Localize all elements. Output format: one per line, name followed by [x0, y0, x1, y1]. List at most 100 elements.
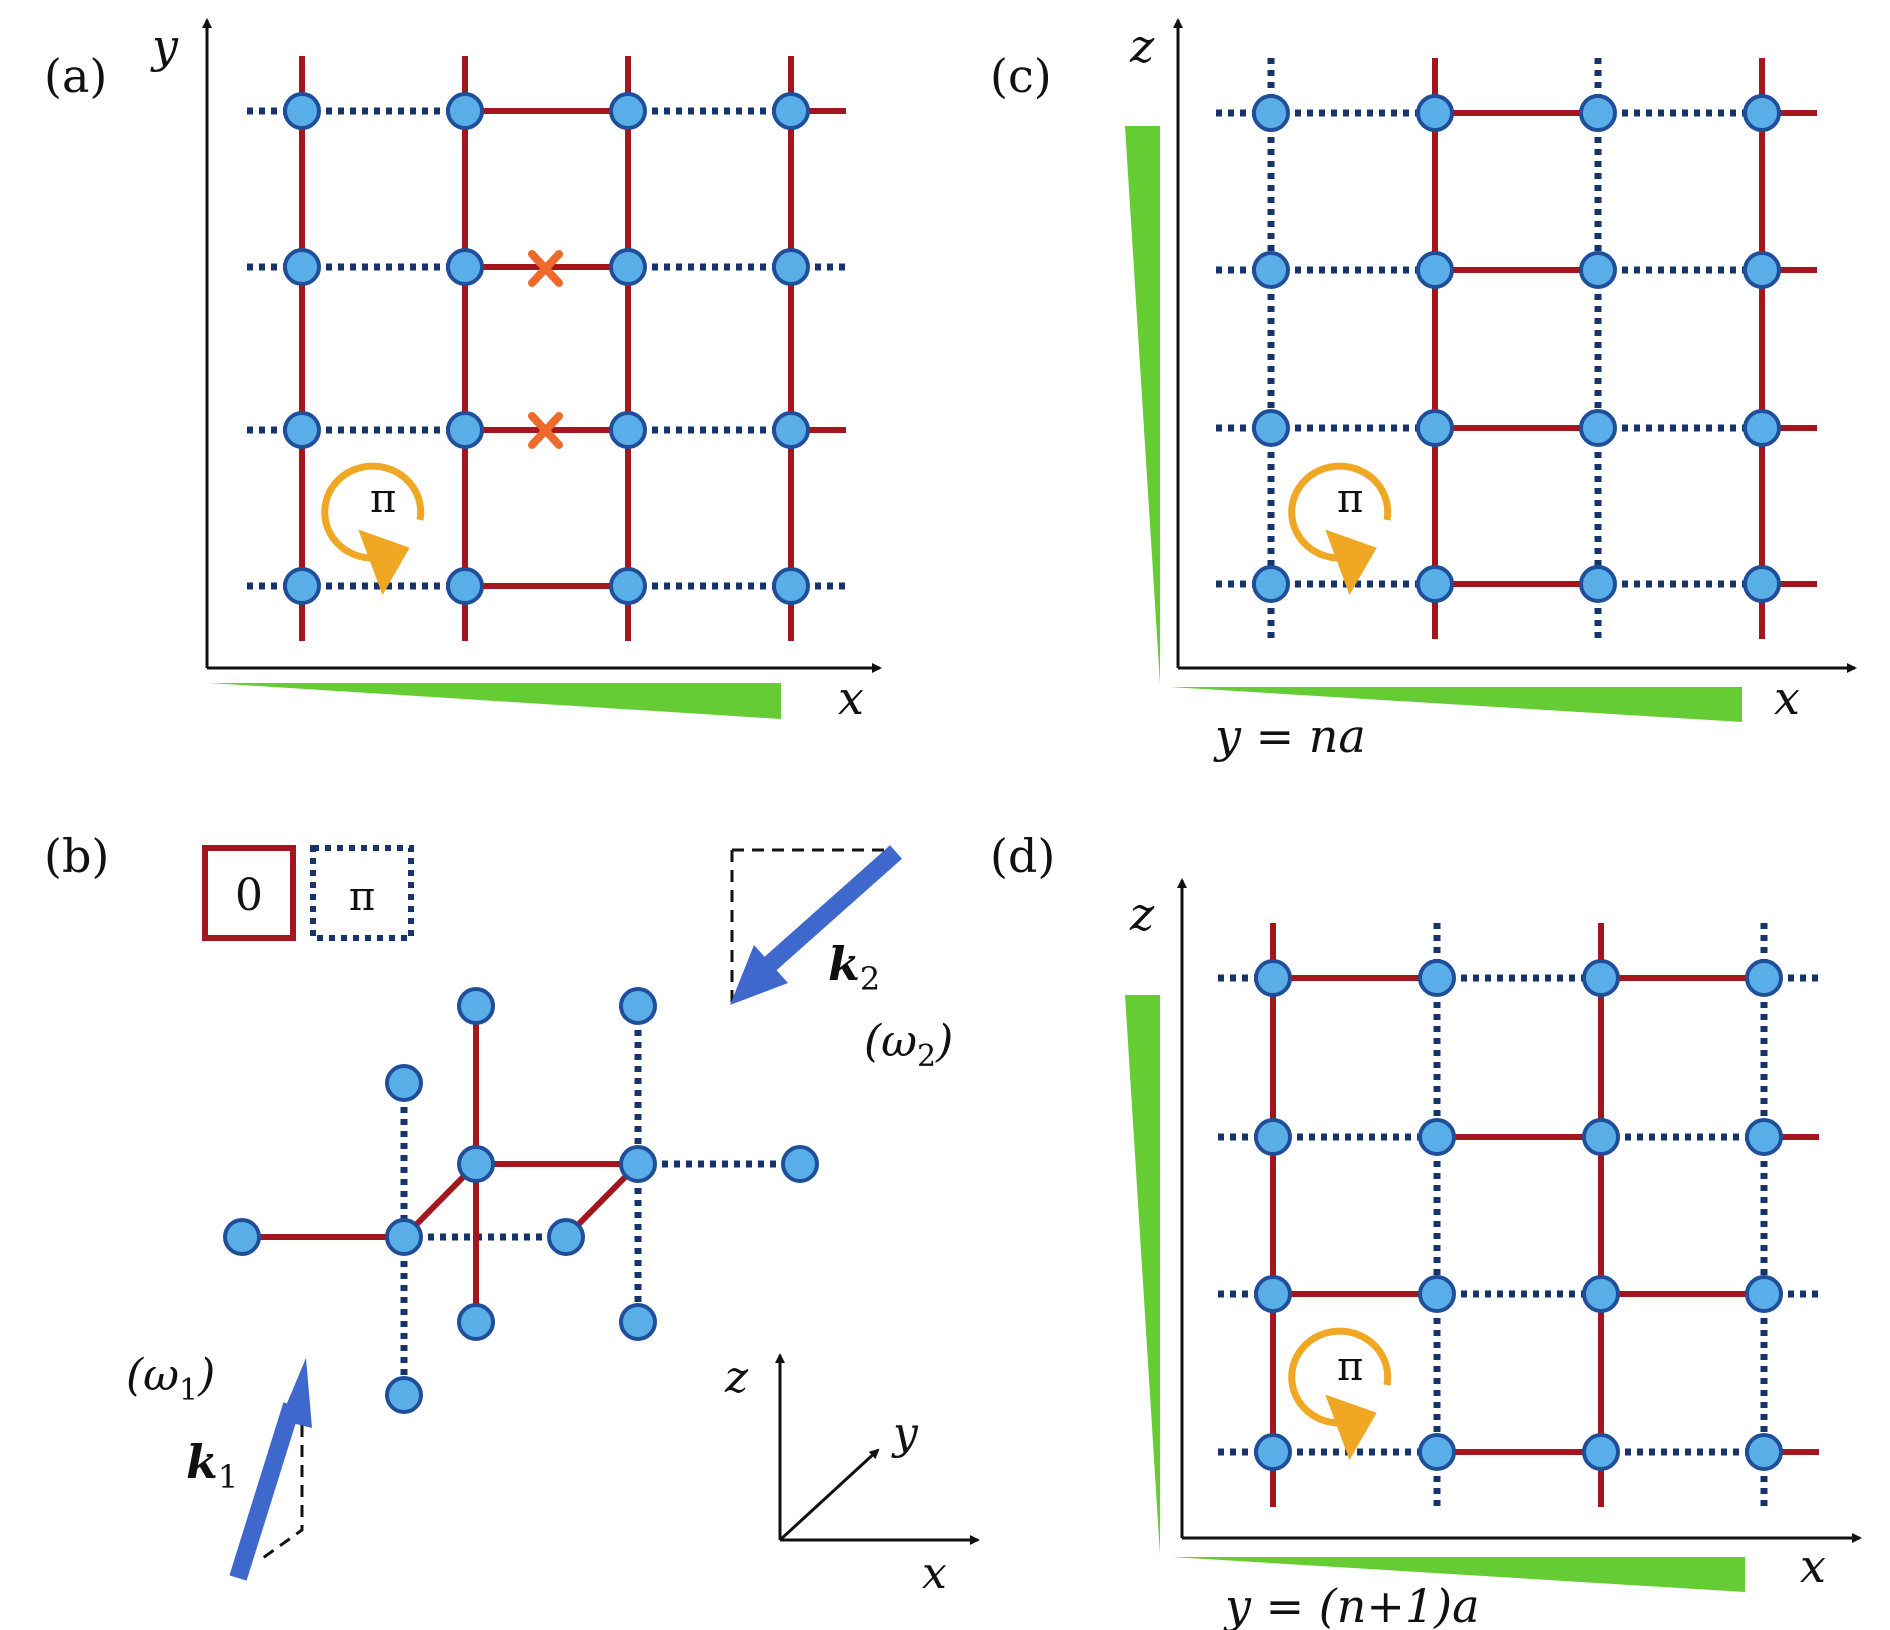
panel-d-gradient-horizontal [1172, 1557, 1745, 1592]
panel-b: (b) 0 π k2 (ω2) k1 (ω1) z y x [44, 829, 980, 1599]
lattice-site [772, 411, 810, 449]
lattice-site [283, 567, 321, 605]
panel-c: (c) z x π y = na [990, 18, 1857, 763]
lattice-site [547, 1218, 585, 1256]
panel-a-flux-label: π [370, 476, 396, 522]
lattice-site [1582, 959, 1620, 997]
lattice-site [772, 248, 810, 286]
panel-c-lattice [1216, 58, 1817, 639]
panel-a-axis-x-label: x [838, 671, 864, 725]
beam2-omega-label: (ω2) [864, 1016, 953, 1074]
panel-c-gradient-vertical [1125, 126, 1160, 684]
lattice-site [1252, 565, 1290, 603]
lattice-site [772, 92, 810, 130]
lattice-site [446, 248, 484, 286]
lattice-site [1743, 251, 1781, 289]
beam1-omega-label: (ω1) [126, 1350, 215, 1408]
panel-b-axis-y [778, 1448, 880, 1542]
lattice-site [1579, 409, 1617, 447]
legend-pi-box [310, 845, 414, 941]
lattice-site [446, 567, 484, 605]
lattice-site [1418, 1433, 1456, 1471]
lattice-site [457, 987, 495, 1025]
beam2-k-label: k2 [828, 937, 880, 998]
lattice-site [1252, 409, 1290, 447]
beam1-arrow-icon [229, 1358, 312, 1581]
panel-c-caption: y = na [1213, 709, 1366, 763]
panel-b-axis-x-label: x [922, 1548, 947, 1599]
lattice-site [1579, 251, 1617, 289]
lattice-site [446, 411, 484, 449]
lattice-site [1579, 94, 1617, 132]
panel-c-gradient-horizontal [1170, 687, 1742, 722]
panel-c-axis-z-label: z [1129, 19, 1155, 73]
lattice-site [1745, 959, 1783, 997]
panel-d-lattice [1218, 923, 1819, 1507]
lattice-site [446, 92, 484, 130]
panel-b-label: (b) [44, 829, 109, 883]
panel-d-caption: y = (n+1)a [1223, 1579, 1480, 1630]
panel-a-axis-y-label: y [150, 19, 179, 73]
panel-c-axis-x-label: x [1774, 671, 1800, 725]
lattice-site [1745, 1275, 1783, 1313]
panel-a-label: (a) [44, 49, 107, 103]
lattice-site [283, 248, 321, 286]
panel-d-gradient-vertical [1125, 995, 1160, 1555]
lattice-site [619, 1145, 657, 1183]
lattice-site [1416, 251, 1454, 289]
panel-a-lattice [247, 56, 846, 641]
lattice-site [385, 1376, 423, 1414]
lattice-site [609, 411, 647, 449]
lattice-site [1416, 409, 1454, 447]
lattice-site [619, 987, 657, 1025]
lattice-site [1416, 565, 1454, 603]
lattice-site [619, 1303, 657, 1341]
legend-zero-label: 0 [235, 870, 263, 921]
panel-d-label: (d) [990, 829, 1055, 883]
panel-b-3d-lattice [223, 987, 819, 1414]
panel-c-flux-loop-icon [1288, 462, 1392, 596]
lattice-site [1418, 1118, 1456, 1156]
lattice-site [385, 1064, 423, 1102]
lattice-site [1252, 251, 1290, 289]
panel-d: (d) z x π y = (n+1)a [990, 829, 1862, 1630]
panel-b-axis-y-label: y [891, 1408, 919, 1459]
lattice-site [1254, 1275, 1292, 1313]
lattice-site [1582, 1118, 1620, 1156]
panel-a-defect-x-icon [528, 412, 563, 449]
panel-d-axis-z-label: z [1129, 887, 1155, 941]
beam1-projection [259, 1425, 304, 1562]
lattice-site [1745, 1118, 1783, 1156]
beam2-arrow-icon [730, 845, 902, 1005]
panel-c-label: (c) [990, 49, 1052, 103]
lattice-site [457, 1145, 495, 1183]
panel-c-flux-label: π [1337, 476, 1363, 522]
lattice-site [223, 1218, 261, 1256]
panel-d-axis-x-label: x [1800, 1539, 1826, 1593]
lattice-site [1579, 565, 1617, 603]
lattice-site [772, 567, 810, 605]
legend-zero-box [202, 845, 296, 941]
lattice-site [1418, 959, 1456, 997]
lattice-site [283, 92, 321, 130]
lattice-site [1254, 1433, 1292, 1471]
beam1-k-label: k1 [186, 1435, 238, 1496]
lattice-site [1418, 1275, 1456, 1313]
panel-d-flux-label: π [1337, 1344, 1363, 1390]
lattice-site [1254, 1118, 1292, 1156]
panel-a-flux-loop-icon [321, 462, 425, 596]
lattice-site [283, 411, 321, 449]
lattice-site [609, 567, 647, 605]
lattice-site [609, 92, 647, 130]
lattice-site [1254, 959, 1292, 997]
lattice-site [1416, 94, 1454, 132]
lattice-site [457, 1303, 495, 1341]
panel-d-flux-loop-icon [1288, 1327, 1392, 1461]
lattice-site [1745, 1433, 1783, 1471]
lattice-site [1252, 94, 1290, 132]
panel-b-axis-z-label: z [724, 1352, 749, 1403]
panel-a: (a) y x π [44, 18, 882, 725]
lattice-site [1743, 94, 1781, 132]
lattice-site [609, 248, 647, 286]
